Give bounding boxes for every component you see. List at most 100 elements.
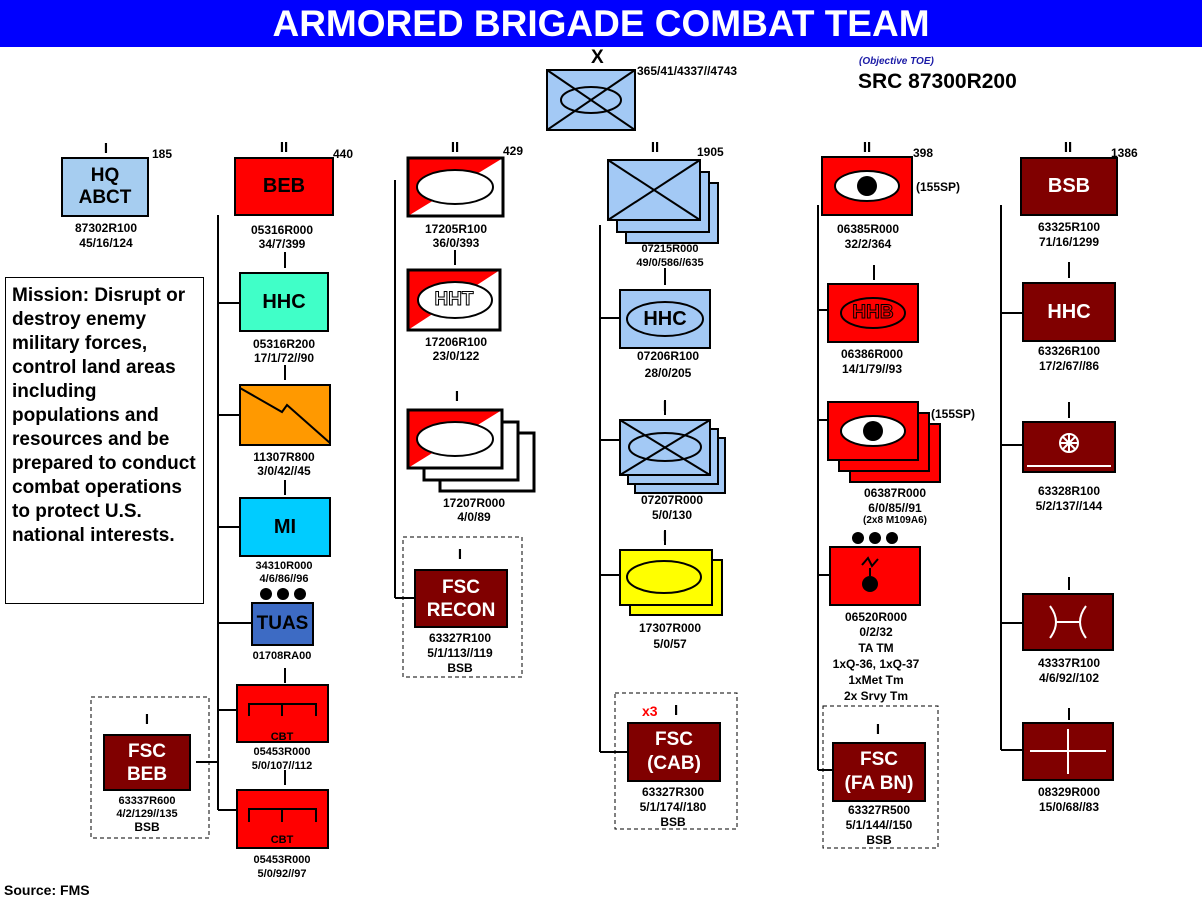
cab-echelon: II: [650, 139, 660, 156]
cav-hht-symbol: [406, 268, 502, 332]
dashed-support-boxes: [90, 536, 939, 849]
engineer-company-2-symbol: [236, 789, 329, 849]
infantry-code: 07207R000: [640, 493, 704, 507]
fsc-beb-parent: BSB: [134, 820, 160, 834]
mi-ellipsis-icon: [260, 588, 306, 600]
signal-code: 11307R800: [253, 450, 315, 464]
fsc-recon-code: 63327R100: [428, 631, 492, 645]
hq-echelon: I: [103, 140, 109, 157]
hq-strength: 185: [152, 147, 173, 161]
fa-battalion-symbol: [821, 156, 913, 216]
cav-troop-symbol: [406, 408, 536, 493]
beb-strength: 440: [333, 147, 354, 161]
eng1-personnel: 5/0/107//112: [251, 760, 313, 772]
cav-code: 17205R100: [424, 222, 488, 236]
medical-company-symbol: [1022, 722, 1114, 781]
infantry-personnel: 5/0/130: [651, 508, 693, 522]
signal-personnel: 3/0/42//45: [257, 464, 311, 478]
fa-hhb-personnel: 14/1/79//93: [841, 362, 903, 376]
eng1-code: 05453R000: [253, 746, 311, 758]
fa-strength: 398: [913, 146, 934, 160]
fa-ellipsis-icon: [852, 532, 898, 544]
fsc-cab-echelon: I: [674, 702, 679, 719]
target-line-1: TA TM: [858, 641, 894, 655]
source-note: Source: FMS: [4, 882, 90, 898]
medical-code: 08329R000: [1037, 785, 1101, 799]
fa-hhb-symbol: [827, 283, 919, 343]
fsc-recon-echelon: I: [457, 546, 463, 563]
fsc-cab-symbol: [627, 722, 721, 782]
mi-company-symbol: [239, 497, 331, 557]
cav-strength: 429: [503, 144, 524, 158]
cav-troop-code: 17207R000: [442, 496, 506, 510]
cav-squadron-symbol: [406, 156, 505, 218]
maintenance-company-symbol: [1022, 421, 1116, 473]
mission-statement: Mission: Disrupt or destroy enemy milita…: [12, 285, 196, 546]
maint-personnel: 5/2/137//144: [1035, 499, 1103, 513]
fa-battery-equipment: (2x8 M109A6): [863, 515, 927, 526]
supply-company-symbol: [1022, 593, 1114, 651]
fa-battery-code: 06387R000: [863, 486, 927, 500]
fsc-beb-personnel: 4/2/129//135: [116, 808, 178, 820]
beb-hhc-personnel: 17/1/72//90: [253, 351, 315, 365]
bsb-personnel: 71/16/1299: [1038, 235, 1100, 249]
cab-symbol: [607, 159, 719, 244]
infantry-echelon: I: [662, 398, 668, 415]
beb-symbol: [234, 157, 334, 216]
beb-hhc-code: 05316R200: [252, 337, 316, 351]
brigade-strength: 365/41/4337//4743: [637, 64, 738, 78]
fsc-beb-code: 63337R600: [118, 795, 176, 807]
fsc-fa-echelon: I: [875, 721, 881, 738]
supply-personnel: 4/6/92//102: [1038, 671, 1100, 685]
signal-company-symbol: [239, 384, 331, 446]
connector-lines: [196, 180, 1070, 811]
tuas-code: 01708RA00: [252, 650, 312, 662]
fsc-cab-parent: BSB: [660, 815, 686, 829]
bsb-echelon: II: [1063, 139, 1073, 156]
beb-echelon: II: [279, 139, 289, 156]
fa-echelon: II: [862, 139, 872, 156]
eng2-personnel: 5/0/92//97: [257, 868, 307, 880]
mi-personnel: 4/6/86//96: [259, 573, 309, 585]
page-title: ARMORED BRIGADE COMBAT TEAM: [272, 3, 930, 44]
wheel-icon: [1059, 433, 1079, 453]
fa-code: 06385R000: [836, 222, 900, 236]
armor-personnel: 5/0/57: [653, 637, 687, 651]
infantry-company-symbol: [619, 419, 726, 494]
fa-note: (155SP): [916, 180, 961, 194]
bsb-hhc-code: 63326R100: [1037, 344, 1101, 358]
fa-battery-note: (155SP): [931, 407, 976, 421]
title-bar: [0, 0, 1202, 47]
bsb-hhc-symbol: [1022, 282, 1116, 342]
mi-code: 34310R000: [255, 560, 313, 572]
mission-box: [5, 277, 204, 604]
cav-hht-personnel: 23/0/122: [432, 349, 480, 363]
fsc-recon-dashed-box: [402, 536, 523, 678]
bsb-hhc-personnel: 17/2/67//86: [1038, 359, 1100, 373]
bsb-code: 63325R100: [1037, 220, 1101, 234]
fa-battery-personnel: 6/0/85//91: [868, 501, 922, 515]
fa-hhb-code: 06386R000: [840, 347, 904, 361]
cab-code: 07215R000: [641, 243, 699, 255]
bsb-symbol: [1020, 157, 1118, 216]
fsc-beb-dashed-box: [90, 696, 210, 839]
hq-code: 87302R100: [74, 221, 138, 235]
target-code: 06520R000: [844, 610, 908, 624]
fsc-cab-personnel: 5/1/174//180: [639, 800, 707, 814]
cav-personnel: 36/0/393: [432, 236, 480, 250]
fa-battery-symbol: [827, 401, 941, 483]
fa-personnel: 32/2/364: [844, 237, 892, 251]
fsc-fa-personnel: 5/1/144//150: [845, 818, 913, 832]
cav-hht-code: 17206R100: [424, 335, 488, 349]
cab-hhc-code: 07206R100: [636, 349, 700, 363]
eng2-code: 05453R000: [253, 854, 311, 866]
target-line-3: 1xMet Tm: [848, 673, 904, 687]
fsc-cab-code: 63327R300: [641, 785, 705, 799]
cav-troop-echelon: I: [454, 388, 460, 405]
fsc-cab-multiplier: x3: [642, 703, 658, 719]
fsc-fa-dashed-box: [822, 705, 939, 849]
bsb-strength: 1386: [1111, 146, 1138, 160]
beb-personnel: 34/7/399: [258, 237, 306, 251]
fsc-fa-code: 63327R500: [847, 803, 911, 817]
